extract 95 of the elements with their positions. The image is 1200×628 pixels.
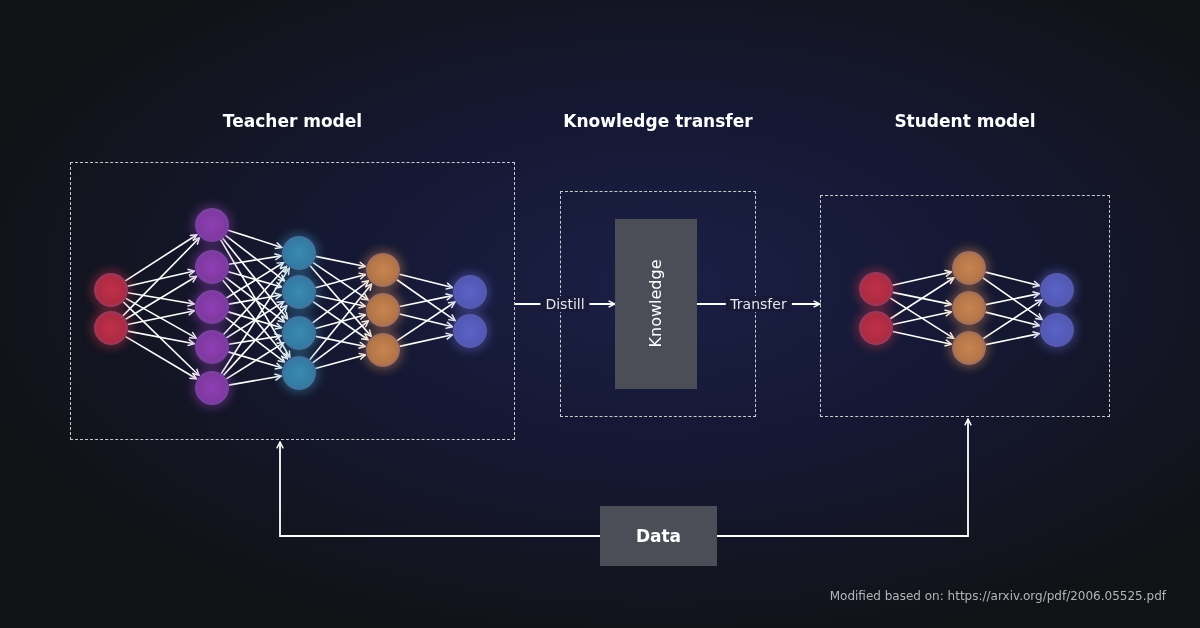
arrow bbox=[314, 255, 367, 269]
arrow bbox=[314, 294, 367, 309]
arrow bbox=[227, 292, 283, 305]
arrow bbox=[309, 265, 373, 338]
neuron-circle bbox=[194, 370, 229, 405]
arrow bbox=[126, 268, 196, 288]
arrow bbox=[228, 333, 283, 346]
arrow bbox=[312, 261, 369, 301]
neuron-circle bbox=[93, 272, 128, 307]
neuron-circle bbox=[281, 315, 316, 350]
arrow bbox=[222, 304, 288, 377]
arrow bbox=[891, 291, 953, 307]
neuron-circle bbox=[365, 332, 400, 367]
arrow bbox=[398, 313, 454, 330]
arrow bbox=[311, 280, 370, 324]
arrow bbox=[224, 276, 286, 323]
arrow bbox=[125, 297, 198, 339]
arrow bbox=[314, 312, 367, 330]
arrow bbox=[224, 316, 286, 363]
section-heading: Student model bbox=[893, 111, 1037, 131]
arrow bbox=[224, 234, 286, 282]
arrow bbox=[220, 267, 291, 375]
arrow bbox=[228, 253, 283, 266]
neuron-circle bbox=[93, 310, 128, 345]
arrow bbox=[984, 291, 1041, 306]
arrow bbox=[221, 237, 289, 320]
neuron-circle bbox=[452, 313, 487, 348]
neuron-circle bbox=[858, 310, 893, 345]
arrow bbox=[227, 351, 283, 370]
arrow bbox=[222, 265, 288, 336]
arrow bbox=[227, 229, 283, 250]
neuron-circle bbox=[452, 274, 487, 309]
knowledge-block bbox=[614, 218, 697, 389]
arrow bbox=[398, 293, 454, 308]
arrow bbox=[889, 297, 955, 340]
arrow bbox=[396, 301, 456, 342]
neuron-circle bbox=[951, 290, 986, 325]
arrow bbox=[276, 441, 601, 537]
arrow bbox=[889, 276, 955, 320]
arrow bbox=[312, 300, 369, 341]
arrow bbox=[124, 335, 198, 380]
neuron-circle bbox=[951, 330, 986, 365]
arrow bbox=[891, 309, 953, 326]
arrow bbox=[398, 273, 454, 290]
arrow bbox=[982, 277, 1044, 321]
neuron-circle bbox=[1039, 312, 1074, 347]
arrow bbox=[222, 279, 289, 360]
neuron-circle bbox=[365, 252, 400, 287]
arrow bbox=[126, 308, 196, 326]
arrow bbox=[396, 278, 457, 322]
neuron-circle bbox=[194, 329, 229, 364]
arrow bbox=[891, 269, 953, 287]
arrow bbox=[398, 332, 454, 348]
neuron-circle bbox=[365, 292, 400, 327]
arrow bbox=[124, 275, 198, 320]
arrow bbox=[227, 373, 283, 386]
edge-label: Transfer bbox=[725, 296, 792, 312]
edge-label: Distill bbox=[540, 296, 590, 312]
arrow bbox=[308, 283, 373, 361]
neuron-circle bbox=[1039, 272, 1074, 307]
neuron-circle bbox=[194, 289, 229, 324]
neuron-circle bbox=[194, 249, 229, 284]
data-block bbox=[600, 506, 717, 566]
arrow bbox=[225, 300, 285, 339]
arrow bbox=[219, 238, 291, 359]
arrow bbox=[311, 320, 370, 364]
arrow bbox=[984, 331, 1041, 346]
arrow bbox=[225, 261, 285, 299]
arrow bbox=[122, 301, 200, 377]
arrow bbox=[227, 270, 283, 290]
arrow bbox=[314, 352, 367, 370]
neuron-circle bbox=[281, 274, 316, 309]
arrow bbox=[126, 292, 196, 307]
block-label: Data bbox=[635, 526, 682, 546]
arrow bbox=[891, 330, 953, 347]
neuron-circle bbox=[281, 355, 316, 390]
section-heading: Knowledge transfer bbox=[562, 111, 754, 131]
arrow bbox=[982, 299, 1043, 340]
arrow bbox=[314, 335, 367, 349]
neuron-circle bbox=[194, 207, 229, 242]
arrow bbox=[227, 311, 283, 330]
neuron-circle bbox=[951, 250, 986, 285]
block-label: Knowledge bbox=[646, 259, 665, 348]
arrow bbox=[716, 418, 972, 537]
neuron-circle bbox=[858, 271, 893, 306]
arrow bbox=[122, 237, 201, 317]
arrow bbox=[124, 233, 198, 282]
arrow bbox=[225, 341, 285, 380]
section-heading: Teacher model bbox=[221, 111, 364, 131]
arrow bbox=[984, 311, 1041, 328]
arrow bbox=[984, 271, 1041, 288]
arrow bbox=[314, 272, 367, 289]
arrow bbox=[126, 330, 196, 347]
source-note: Modified based on: https://arxiv.org/pdf/2006.05525.pdf bbox=[829, 589, 1166, 603]
neuron-circle bbox=[281, 235, 316, 270]
